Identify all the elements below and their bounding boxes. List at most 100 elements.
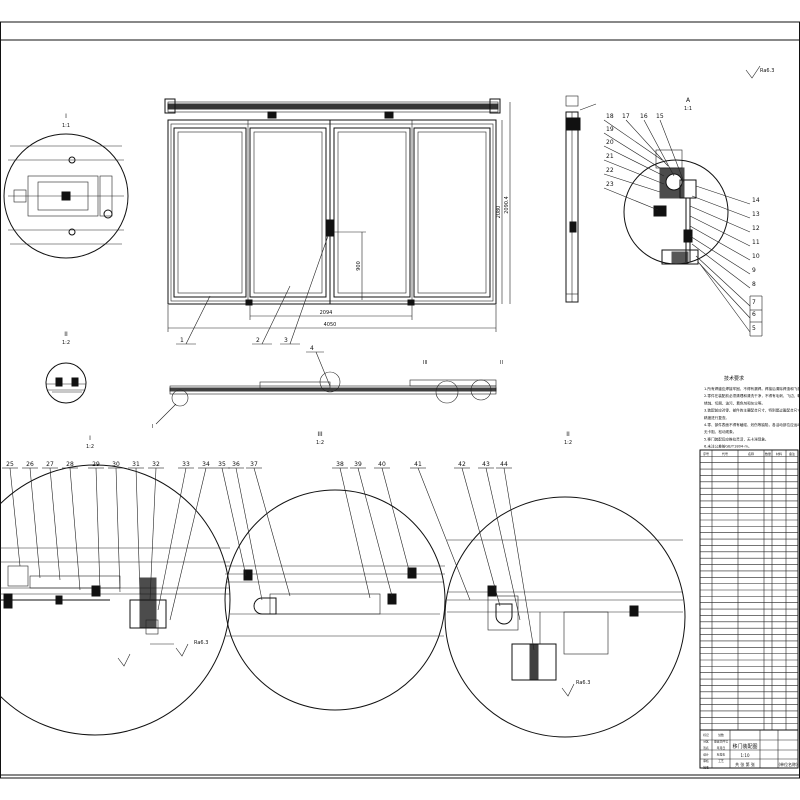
- callout-leader: [381, 467, 411, 575]
- callout-4: 4: [310, 345, 314, 352]
- title-drawing-name: 移门装配图: [732, 743, 757, 750]
- parts-list-table: 序号 代号 名称 数量材料 备注: [699, 449, 799, 731]
- callout-38: 38: [336, 461, 344, 468]
- callout-28: 28: [66, 461, 74, 468]
- callout-21: 21: [606, 153, 614, 160]
- title-field-label: 年月日: [717, 746, 726, 750]
- callout-27: 27: [46, 461, 54, 468]
- parts-header-cell: 备注: [789, 451, 795, 456]
- detail-A-right-callouts: 14 13 12 11 10 9 8 7 6 5: [689, 185, 763, 337]
- callout-25: 25: [6, 461, 14, 468]
- title-field-label: 批准: [703, 766, 709, 770]
- callout-44: 44: [500, 461, 508, 468]
- bottom-I-roughness: Ra6.3: [194, 640, 208, 646]
- parts-header-cell: 代号: [722, 451, 728, 456]
- parts-list-rows: 序号 代号 名称 数量材料 备注: [700, 451, 798, 724]
- callout-16: 16: [640, 113, 648, 120]
- plan-view: I II III: [152, 360, 503, 430]
- callout-leader: [357, 467, 393, 597]
- callout-33: 33: [182, 461, 190, 468]
- callout-leader: [461, 467, 501, 607]
- dim-height-right: 2090.4: [504, 196, 510, 214]
- side-view: Ra6.3: [565, 65, 774, 303]
- title-field-label: 标准化: [717, 753, 726, 757]
- callout-8: 8: [752, 281, 756, 288]
- parts-header-cell: 数量: [765, 451, 771, 456]
- parts-header-cell: 材料: [776, 451, 782, 456]
- callout-2: 2: [256, 337, 260, 344]
- callout-36: 36: [232, 461, 240, 468]
- title-block: 移门装配图 1:10 共 张 第 张 (单位名称) 标记处数分区更改文件号签名年…: [699, 729, 799, 770]
- title-field-label: 审核: [703, 759, 709, 763]
- title-field-label: 工艺: [718, 759, 724, 763]
- detail-view-A: A 1:1: [623, 97, 729, 265]
- callout-26: 26: [26, 461, 34, 468]
- callout-leader: [149, 467, 157, 601]
- callout-leader: [485, 467, 521, 621]
- callout-31: 31: [132, 461, 140, 468]
- sheet-frame: [0, 21, 800, 779]
- callout-detail-III: III: [423, 360, 427, 366]
- bottom-detail-I: I 1:2 Ra6.3: [0, 435, 231, 736]
- callout-7: 7: [752, 299, 756, 306]
- detail-II-scale: 1:2: [62, 340, 70, 346]
- detail-I-label: I: [65, 113, 67, 120]
- detail-I-scale: 1:1: [62, 123, 70, 129]
- callout-23: 23: [606, 181, 614, 188]
- tech-notes-lines: 1.所有焊缝应焊接牢固，不得有漏焊。焊接后清除焊渣和飞溅。2.零件在装配前必须清…: [704, 386, 800, 449]
- callout-leader: [9, 467, 21, 567]
- callout-20: 20: [606, 139, 614, 146]
- callout-42: 42: [458, 461, 466, 468]
- title-sheet: 共 张 第 张: [735, 761, 755, 767]
- bottom-I-scale: 1:2: [86, 444, 94, 450]
- callout-3: 3: [284, 337, 288, 344]
- callout-leader: [69, 467, 81, 591]
- title-block-fields: 标记处数分区更改文件号签名年月日设计标准化审核工艺批准: [703, 733, 728, 770]
- front-view-dimensions: 2094 4050 2080 2090.4 900: [167, 102, 511, 332]
- roughness-note: Ra6.3: [760, 68, 774, 74]
- title-field-label: 标记: [703, 733, 709, 737]
- detail-A-label: A: [686, 97, 691, 104]
- parts-header-cell: 序号: [703, 451, 709, 456]
- parts-header-cell: 名称: [748, 451, 754, 456]
- tech-note-line: 无卡阻、松动现象。: [704, 429, 736, 434]
- callout-13: 13: [752, 211, 760, 218]
- title-field-label: 处数: [718, 733, 724, 737]
- front-view: [164, 98, 501, 306]
- dim-width-inner: 2094: [320, 310, 333, 316]
- callout-leader: [95, 467, 101, 591]
- callout-leader: [29, 467, 41, 579]
- detail-A-scale: 1:1: [684, 106, 692, 112]
- callout-leader: [417, 467, 471, 601]
- callout-14: 14: [752, 197, 760, 204]
- callout-19: 19: [606, 126, 614, 133]
- callout-34: 34: [202, 461, 210, 468]
- bottom-detail-III: III 1:2: [224, 431, 446, 711]
- tech-note-line: 4.零、部件表面不得有磕碰、划伤等缺陷，各活动部位应运动灵活，: [704, 422, 800, 427]
- technical-requirements: 技术要求 1.所有焊缝应焊接牢固，不得有漏焊。焊接后清除焊渣和飞溅。2.零件在装…: [704, 375, 800, 449]
- callout-29: 29: [92, 461, 100, 468]
- title-field-label: 分区: [703, 740, 709, 744]
- callout-leader: [115, 467, 121, 593]
- bottom-II-scale: 1:2: [564, 440, 572, 446]
- callout-18: 18: [606, 113, 614, 120]
- tech-note-line: 锈蚀、切屑、油污、着色剂和灰尘等。: [704, 400, 765, 405]
- detail-view-II-small: II 1:2: [45, 331, 87, 404]
- callout-9: 9: [752, 267, 756, 274]
- tech-note-line: 2.零件在装配前必须清理和清洗干净，不得有毛刺、飞边、氧化皮、: [704, 393, 800, 398]
- front-view-callouts: 1 2 3 4: [176, 235, 331, 387]
- callout-37: 37: [250, 461, 258, 468]
- callout-leader: [49, 467, 61, 581]
- callout-leader: [221, 467, 247, 577]
- callout-40: 40: [378, 461, 386, 468]
- bottom-III-label: III: [317, 431, 323, 438]
- tech-note-line: 精度进行复查。: [704, 415, 729, 420]
- detail-II-label: II: [64, 331, 68, 338]
- detail-view-I: I 1:1: [3, 113, 129, 259]
- callout-leader: [503, 467, 535, 651]
- callout-5: 5: [752, 325, 756, 332]
- bottom-II-roughness: Ra6.3: [576, 680, 590, 686]
- title-field-label: 设计: [703, 753, 709, 757]
- bottom-II-label: II: [566, 431, 570, 438]
